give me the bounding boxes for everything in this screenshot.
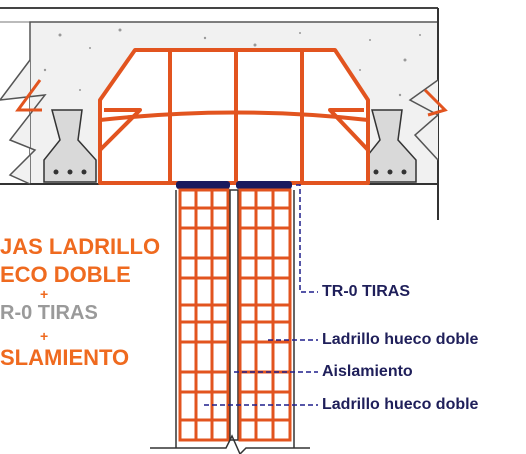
left-break-line xyxy=(0,59,47,185)
legend-line-bovedillas: JAS LADRILLO xyxy=(0,234,161,259)
brick-column-right xyxy=(238,188,292,442)
legend-line-tr0: R-0 TIRAS xyxy=(0,302,98,324)
callout-tr0-tiras: TR-0 TIRAS xyxy=(322,283,410,300)
joist-right-rebar xyxy=(387,169,393,175)
bottom-break-line xyxy=(150,434,310,454)
legend-plus-2: + xyxy=(40,328,49,344)
joist-right xyxy=(363,109,417,183)
joist-left-rebar xyxy=(81,169,87,175)
callout-ladrillo-hueco-doble-2: Ladrillo hueco doble xyxy=(322,396,479,413)
callout-ladrillo-hueco-doble-1: Ladrillo hueco doble xyxy=(322,331,479,348)
leader-lines xyxy=(204,184,318,406)
right-break-line xyxy=(408,79,440,161)
right-brick-piece xyxy=(423,88,448,117)
vault-brick xyxy=(98,48,370,185)
insulation-gap xyxy=(229,189,239,441)
legend-line-hueco-doble: ECO DOBLE xyxy=(0,262,131,287)
brick-column-left xyxy=(178,188,230,442)
joist-left-rebar xyxy=(67,169,73,175)
joist-left xyxy=(43,109,97,183)
joist-left-rebar xyxy=(53,169,59,175)
joist-right-rebar xyxy=(401,169,407,175)
left-brick-piece xyxy=(15,79,42,112)
legend-line-aislamiento: SLAMIENTO xyxy=(0,345,130,370)
joist-right-rebar xyxy=(373,169,379,175)
leader-tr0 xyxy=(296,184,318,293)
legend-plus-1: + xyxy=(40,286,49,302)
tr0-strip-left xyxy=(176,181,230,189)
tr0-strip-right xyxy=(236,181,292,189)
callout-aislamiento: Aislamiento xyxy=(322,363,413,380)
